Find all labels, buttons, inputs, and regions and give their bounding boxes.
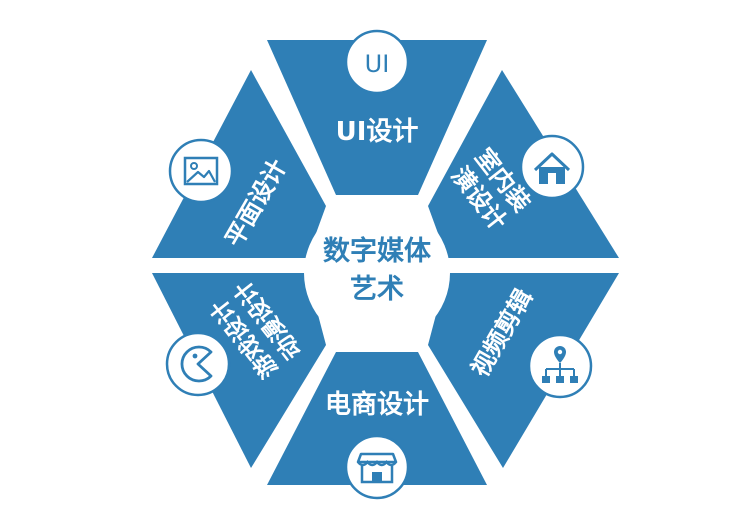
svg-text:UI: UI	[365, 50, 390, 78]
ui-icon: UI	[344, 29, 410, 95]
segment-upper-left	[152, 70, 326, 258]
center-circle	[304, 200, 450, 346]
pacman-icon	[165, 331, 231, 397]
segment-top	[267, 40, 487, 195]
segment-lower-right	[428, 273, 619, 468]
image-icon	[168, 138, 234, 204]
center-title-line2: 艺术	[350, 274, 404, 305]
segment-lower-left	[152, 273, 326, 468]
center-title-line1: 数字媒体	[323, 235, 432, 267]
segment-bottom	[267, 352, 487, 485]
network-pin-icon	[527, 333, 593, 399]
segment-top-label: UI设计	[336, 117, 419, 147]
segment-bottom-label: 电商设计	[325, 389, 429, 420]
house-icon	[519, 134, 585, 200]
storefront-icon	[344, 434, 410, 500]
